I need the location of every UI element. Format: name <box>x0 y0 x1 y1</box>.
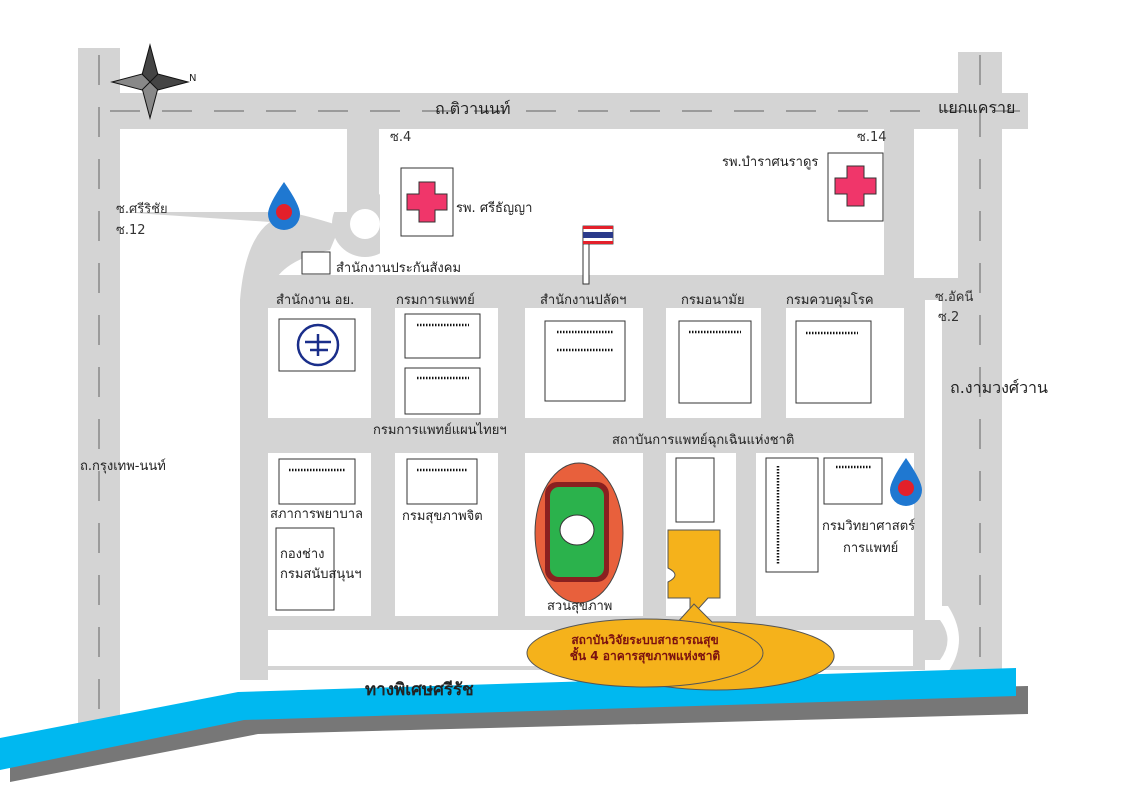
hospital-srithanya-label: รพ. ศรีธัญญา <box>456 201 533 216</box>
thai-flag-icon <box>582 225 614 245</box>
dept-thai-traditional-label: กรมการแพทย์แผนไทยฯ <box>373 423 507 438</box>
road-krungthep-nonthaburi-label: ถ.กรุงเทพ-นนท์ <box>80 459 166 474</box>
fuel-icon <box>268 182 300 230</box>
mental-health-label: กรมสุขภาพจิต <box>402 509 483 524</box>
soi-sririchai-label: ซ.ศรีริชัย <box>116 202 168 217</box>
roundabout-center <box>350 209 380 239</box>
emergency-institute-label: สถาบันการแพทย์ฉุกเฉินแห่งชาติ <box>612 433 795 448</box>
social-security-label: สำนักงานประกันสังคม <box>336 261 462 276</box>
expressway-label: ทางพิเศษศรีรัช <box>365 680 474 700</box>
road-soi-sririchai <box>120 196 340 680</box>
engineering-division-label-1: กองช่าง <box>280 547 325 562</box>
expressway <box>0 668 1016 770</box>
building-outlines <box>275 152 884 611</box>
hospital-bamrasnaradura-label: รพ.บำราศนราดูร <box>722 155 819 170</box>
fda-label: สำนักงาน อย. <box>276 293 355 308</box>
dept-health-label: กรมอนามัย <box>681 293 745 308</box>
dept-disease-control-label: กรมควบคุมโรค <box>786 293 874 308</box>
road-khae-rai-label: แยกแคราย <box>938 98 1016 117</box>
dept-medical-services-label: กรมการแพทย์ <box>396 293 475 308</box>
callout-line-2: ชั้น 4 อาคารสุขภาพแห่งชาติ <box>569 649 721 664</box>
medical-sciences-label-1: กรมวิทยาศาสตร์ <box>822 519 916 534</box>
area-north-right <box>914 130 958 278</box>
medical-sciences-label-2: การแพทย์ <box>843 541 899 556</box>
road-soi14 <box>884 120 914 290</box>
soi-4-label: ซ.4 <box>390 130 412 145</box>
soi-2-label: ซ.2 <box>938 310 960 325</box>
road-tiwanon-label: ถ.ติวานนท์ <box>435 99 511 118</box>
compass-icon <box>110 43 190 120</box>
soi-14-label: ซ.14 <box>857 130 887 145</box>
fuel-icon-2 <box>890 458 922 506</box>
area-north <box>120 130 347 212</box>
health-park-label: สวนสุขภาพ <box>547 599 613 614</box>
callout-line-1: สถาบันวิจัยระบบสาธารณสุข <box>571 633 719 647</box>
window-marks <box>289 323 872 564</box>
target-callout: สถาบันวิจัยระบบสาธารณสุข ชั้น 4 อาคารสุข… <box>545 632 745 664</box>
fda-logo-mark <box>305 334 331 356</box>
hospital-cross-bamrasnaradura <box>834 165 877 207</box>
target-building <box>667 529 721 620</box>
road-soi2-curve <box>925 300 959 672</box>
soi-12-label: ซ.12 <box>116 223 146 238</box>
road-ngamwongwan-label: ถ.งามวงศ์วาน <box>950 378 1048 397</box>
engineering-division-label-2: กรมสนับสนุนฯ <box>280 567 362 582</box>
nursing-council-label: สภาการพยาบาล <box>270 507 363 522</box>
area-north-mid <box>380 130 884 275</box>
compass-north-label: N <box>189 73 197 84</box>
hospital-cross-srithanya <box>406 181 448 223</box>
office-permanent-secretary-label: สำนักงานปลัดฯ <box>540 293 627 308</box>
park-center-circle <box>559 514 595 546</box>
callout-ellipse <box>526 618 764 688</box>
soi-akhani-label: ซ.อัคนี <box>935 290 974 305</box>
